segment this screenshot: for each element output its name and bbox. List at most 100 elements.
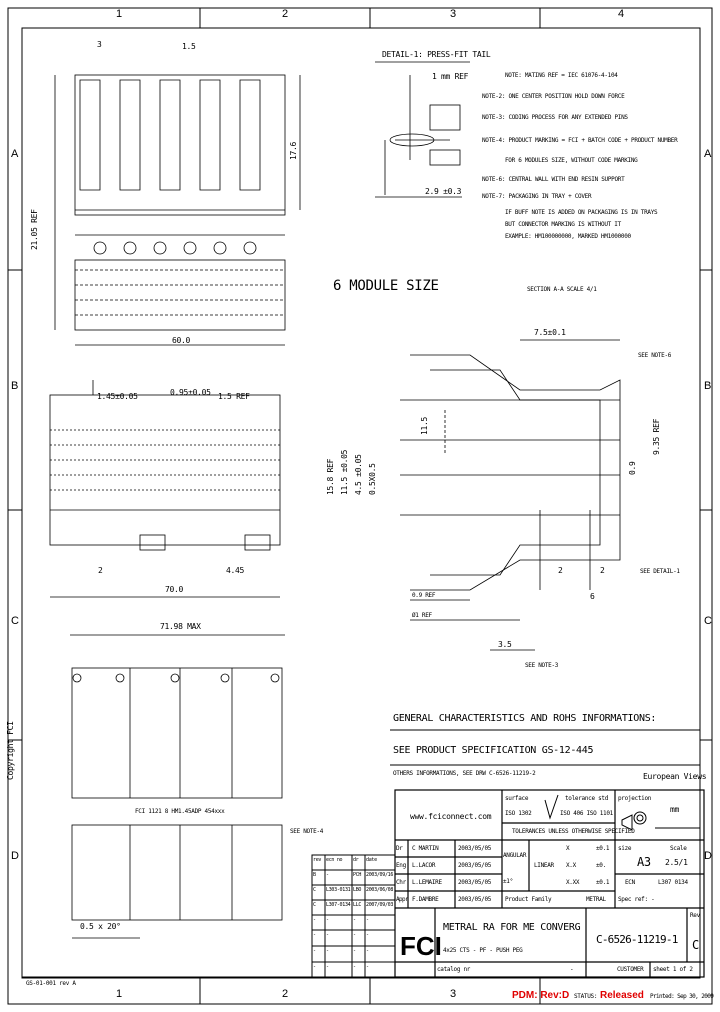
rev-table-header: ecn no	[326, 857, 343, 863]
rev-table-header: rev	[313, 857, 322, 863]
rev-table-cell: -	[326, 872, 329, 878]
spec-ref: Spec ref: -	[618, 896, 655, 903]
role-dr: Dr	[396, 845, 403, 852]
note-2: NOTE-2: ONE CENTER POSITION HOLD DOWN FO…	[482, 93, 625, 100]
note-7c: BUT CONNECTOR MARKING IS WITHOUT IT	[505, 221, 621, 228]
section-view	[400, 339, 621, 651]
size-value: A3	[637, 855, 651, 869]
sec-dim-5: 0.5X0.5	[368, 463, 377, 495]
zone-top-3: 3	[450, 8, 457, 20]
units: mm	[670, 805, 680, 814]
rev-table-cell: -	[353, 964, 356, 970]
dim-mid-3: 1.5 REF	[218, 392, 250, 401]
dim-width: 1.5	[182, 42, 196, 51]
surface-label: surface	[505, 795, 529, 802]
zone-side-d: D	[11, 850, 19, 862]
catalog-label: catalog nr	[437, 966, 471, 973]
rev-table-cell: -	[366, 917, 369, 923]
ecn-label: ECN	[625, 879, 635, 886]
role-eng: Eng	[396, 862, 406, 869]
fci-logo: FCI	[400, 931, 442, 961]
linear-label: LINEAR	[534, 862, 554, 869]
note-4b: FOR 6 MODULES SIZE, WITHOUT CODE MARKING	[505, 157, 638, 164]
zone-right-d: D	[704, 850, 712, 862]
dim-pitch: 3	[97, 40, 102, 49]
sec-dim-12: 0.9 REF	[412, 592, 436, 599]
title-block-grid	[394, 789, 705, 978]
zone-right-c: C	[704, 615, 712, 627]
section-title: SECTION A-A SCALE 4/1	[527, 286, 597, 293]
zone-side-a: A	[11, 148, 19, 160]
rev-table-cell: LBO	[353, 887, 362, 893]
pdm-rev: PDM: Rev:D	[512, 990, 570, 1001]
rev-table-cell: -	[326, 932, 329, 938]
website[interactable]: www.fciconnect.com	[410, 812, 492, 821]
size-label: size	[618, 845, 632, 852]
projection-label: projection	[618, 795, 652, 802]
zone-top-1: 1	[116, 8, 123, 20]
rev-table-cell: -	[366, 948, 369, 954]
rev-table-cell: 2003/06/08	[366, 887, 394, 893]
role-appr: Appr	[396, 896, 409, 903]
name-dr: C MARTIN	[412, 845, 439, 852]
zone-side-c: C	[11, 615, 19, 627]
zone-top-4: 4	[618, 8, 625, 20]
lin-3-v: ±0.1	[596, 879, 610, 886]
callout-detail1: SEE DETAIL-1	[640, 568, 680, 575]
detail-dim: 2.9 ±0.3	[425, 187, 462, 196]
sec-dim-10: 2	[600, 566, 605, 575]
drawing-number: C-6526-11219-1	[596, 933, 678, 946]
rev-table-cell: 2003/09/16	[366, 872, 394, 878]
dim-side: 4.45	[226, 566, 245, 575]
date-chr: 2003/05/05	[458, 879, 492, 886]
rev-table-cell: 2007/09/03	[366, 902, 394, 908]
note-4: NOTE-4: PRODUCT MARKING = FCI + BATCH CO…	[482, 137, 678, 144]
dim-width2: 70.0	[165, 585, 184, 594]
tolerance-note: TOLERANCES UNLESS OTHERWISE SPECIFIED	[512, 828, 635, 835]
lin-2-k: X.X	[566, 862, 576, 869]
dim-small: 2	[98, 566, 103, 575]
date-dr: 2003/05/05	[458, 845, 492, 852]
name-eng: L.LACOR	[412, 862, 436, 869]
rev-table-header: date	[366, 857, 377, 863]
rev-label: Rev	[690, 912, 700, 919]
title-line-2: 4x25 CTS - PF - PUSH PEG	[443, 947, 523, 954]
sec-dim-4: 4.5 ±0.05	[354, 454, 363, 495]
rev-table-cell: -	[326, 948, 329, 954]
sec-dim-9: 2	[558, 566, 563, 575]
rev-table-cell: -	[313, 948, 316, 954]
dim-overall: 21.05 REF	[30, 209, 39, 250]
sec-dim-2: 15.8 REF	[326, 458, 335, 495]
outer-frame	[7, 7, 713, 1005]
date-eng: 2003/05/05	[458, 862, 492, 869]
rev-table-header: dr	[353, 857, 359, 863]
product-family-label: Product Family	[505, 896, 552, 903]
copyright-text: Copyright FCI	[6, 721, 15, 780]
rev-table-cell: B	[313, 872, 316, 878]
catalog-value: -	[570, 966, 574, 973]
note-7b: IF BUFF NOTE IS ADDED ON PACKAGING IS IN…	[505, 209, 658, 216]
angular-label: ANGULAR	[503, 852, 527, 859]
dim-max: 71.98 MAX	[160, 622, 201, 631]
dim-height: 17.6	[289, 141, 298, 160]
scale-value: 2.5/1	[665, 858, 688, 867]
note-7d: EXAMPLE: HM100000000, MARKED HM1000000	[505, 233, 631, 240]
detail-ref: 1 mm REF	[432, 72, 469, 81]
zone-right-a: A	[704, 148, 712, 160]
rev-table-cell: -	[313, 932, 316, 938]
lin-1-k: X	[566, 845, 570, 852]
note-1: NOTE: MATING REF = IEC 61076-4-104	[505, 72, 618, 79]
marking-text: FCI 1121 8 HM1.45ADP 454xxx	[135, 808, 225, 815]
tolerance-label: tolerance std	[565, 795, 609, 802]
detail-press-fit	[375, 61, 470, 198]
tolerance-std: ISO 406 ISO 1101	[560, 810, 613, 817]
zone-side-b: B	[11, 380, 19, 392]
dim-width1: 60.0	[172, 336, 191, 345]
note-3: NOTE-3: CODING PROCESS FOR ANY EXTENDED …	[482, 114, 628, 121]
projection-symbol-icon	[621, 811, 647, 831]
sheet: sheet 1 of 2	[653, 966, 693, 973]
rev-table-cell: PCH	[353, 872, 362, 878]
sec-dim-1: 7.5±0.1	[534, 328, 566, 337]
